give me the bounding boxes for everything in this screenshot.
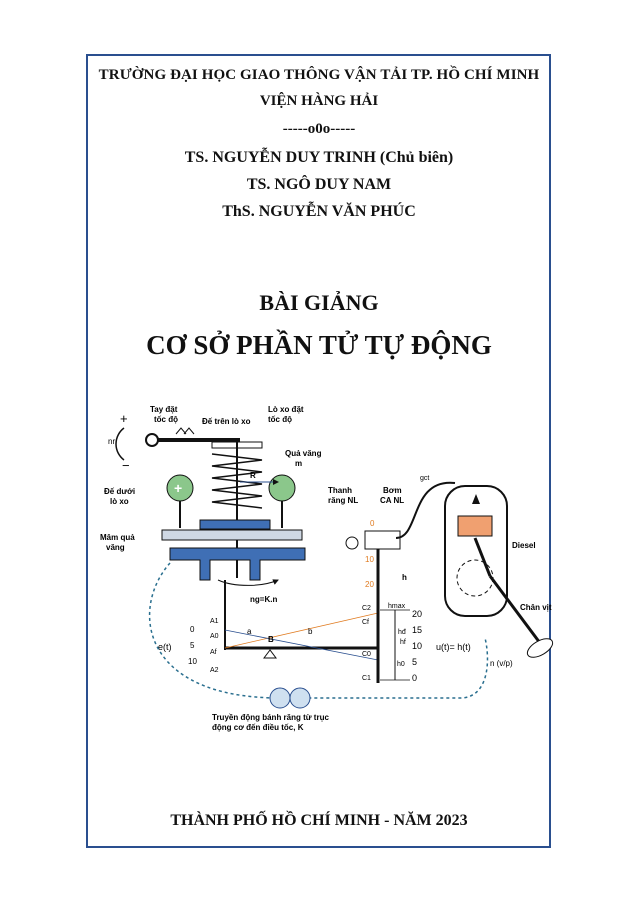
diesel-engine [444, 485, 554, 658]
h-label: h [402, 573, 407, 582]
svg-text:+: + [174, 480, 182, 496]
fuel-rack: 0 10 20 h [345, 519, 407, 683]
spring-label-2: tốc độ [268, 415, 292, 424]
A0-label: A0 [210, 633, 219, 640]
footer-city-year: THÀNH PHỐ HỒ CHÍ MINH - NĂM 2023 [170, 812, 468, 829]
flyweight-label-2: m [295, 459, 302, 468]
right-scale-20: 20 [412, 609, 422, 619]
right-scale-15: 15 [412, 625, 422, 635]
left-scale-0: 0 [190, 625, 195, 634]
ng-label: ng=K.n [250, 595, 277, 604]
separator: -----o0o----- [282, 121, 356, 137]
book-title: CƠ SỞ PHẦN TỬ TỰ ĐỘNG [146, 330, 492, 360]
pump-label-2: CA NL [380, 496, 404, 505]
lower-seat-label-2: lò xo [110, 497, 129, 506]
handle-label-1: Tay đặt [150, 405, 178, 414]
hd-label: hđ [398, 629, 406, 636]
minus-label: − [122, 458, 130, 473]
lever [224, 580, 379, 661]
gear-note-1: Truyền động bánh răng từ trục [212, 713, 329, 722]
governor-diagram: + − nr Tay đặt tốc độ Đế trên lò xo Lò x… [100, 405, 554, 732]
author-3: ThS. NGUYỄN VĂN PHÚC [222, 203, 416, 220]
A2-label: A2 [210, 667, 219, 674]
C1-label: C1 [362, 675, 371, 682]
B-label: B [268, 635, 274, 644]
C0-label: C0 [362, 651, 371, 658]
spring-label-1: Lò xo đặt [268, 405, 304, 414]
author-1: TS. NGUYỄN DUY TRINH (Chủ biên) [184, 149, 454, 166]
n-label: n (v/p) [490, 659, 513, 668]
flyweight-plate [161, 519, 306, 586]
left-scale-10: 10 [188, 657, 197, 666]
h0-label: h0 [397, 661, 405, 668]
author-2: TS. NGÔ DUY NAM [246, 176, 392, 193]
Af-label: Af [210, 649, 217, 656]
upper-seat-label: Đế trên lò xo [202, 417, 251, 426]
rack-scale-0: 0 [370, 519, 375, 528]
Cf-label: Cf [362, 619, 369, 626]
flyweight-label-1: Quả văng [285, 449, 322, 458]
diesel-label: Diesel [512, 541, 536, 550]
A1-label: A1 [210, 618, 219, 625]
right-scale-10: 10 [412, 641, 422, 651]
plate-label-2: văng [106, 543, 125, 552]
left-scale-5: 5 [190, 641, 195, 650]
right-scale [380, 609, 410, 681]
r-label: R [250, 471, 256, 480]
gct-label: gct [420, 475, 429, 482]
right-scale-5: 5 [412, 657, 417, 667]
speed-handle: + − nr [108, 411, 240, 473]
C2-label: C2 [362, 605, 371, 612]
pump-label-1: Bơm [383, 486, 402, 495]
rack-label-1: Thanh [328, 486, 352, 495]
plus-label: + [120, 411, 128, 426]
rack-label-2: răng NL [328, 496, 358, 505]
gear-icon [269, 687, 311, 709]
lower-seat-label-1: Đế dưới [104, 487, 135, 496]
institute-name: VIỆN HÀNG HẢI [259, 93, 379, 109]
b-label: b [308, 627, 313, 636]
hmax-label: hmax [388, 603, 406, 610]
hf-label: hf [400, 639, 406, 646]
handle-label-2: tốc độ [154, 415, 178, 424]
right-scale-0: 0 [412, 673, 417, 683]
gear-note-2: động cơ đến điều tốc, K [212, 723, 304, 732]
plate-label-1: Mâm quả [100, 533, 135, 542]
rack-scale-10: 10 [365, 555, 374, 564]
page-border [86, 54, 551, 848]
flyweights: + R [166, 471, 296, 528]
propeller-label: Chân vịt [520, 603, 552, 612]
a-label: a [247, 627, 252, 636]
rack-scale-20: 20 [365, 580, 374, 589]
ut-label: u(t)= h(t) [436, 642, 471, 652]
et-label: e(t) [158, 642, 172, 652]
document-type: BÀI GIẢNG [259, 290, 379, 315]
nr-label: nr [108, 437, 115, 446]
university-name: TRƯỜNG ĐẠI HỌC GIAO THÔNG VẬN TẢI TP. HỒ… [98, 67, 540, 83]
